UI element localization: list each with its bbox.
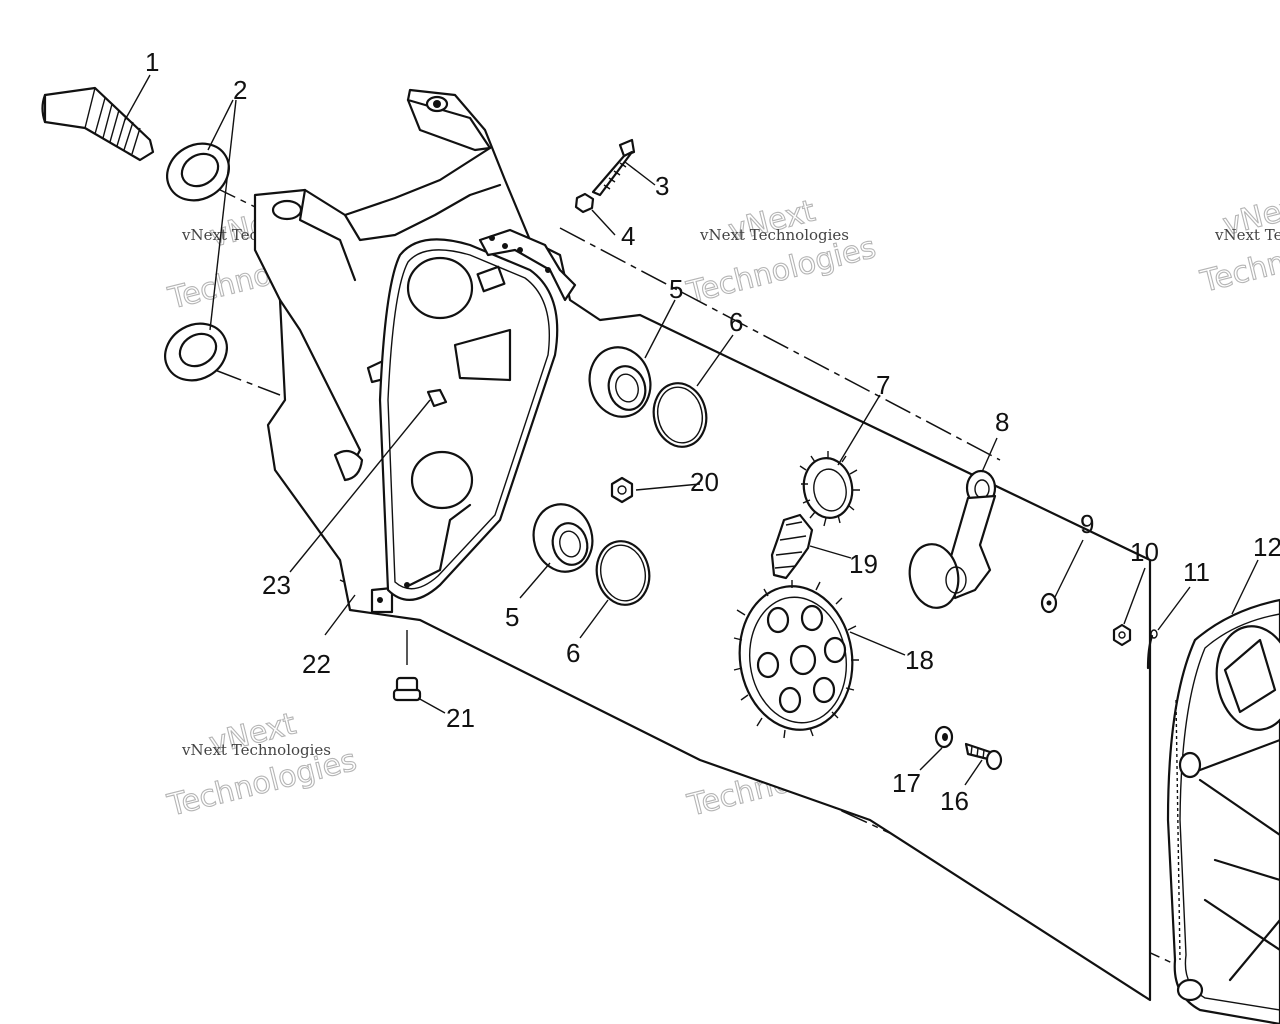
hex-nut-20 xyxy=(610,476,634,504)
callout-4: 4 xyxy=(621,221,635,251)
snap-ring-upper xyxy=(652,382,708,448)
watermark-label: vNext Technologies xyxy=(1214,226,1280,244)
washer-17 xyxy=(934,725,954,749)
callout-12: 12 xyxy=(1253,532,1280,562)
callout-19: 19 xyxy=(849,549,878,579)
callout-labels: 1 2 3 4 5 6 7 8 9 10 11 12 16 17 18 19 2… xyxy=(145,47,1280,816)
callout-11: 11 xyxy=(1183,557,1210,587)
callout-17: 17 xyxy=(892,768,921,798)
callout-5-lower: 5 xyxy=(505,602,519,632)
dowel-pin xyxy=(426,388,448,408)
nut-10 xyxy=(1112,623,1132,647)
seal-upper xyxy=(166,142,230,202)
watermark-label: vNext Technologies xyxy=(181,741,331,759)
callout-21: 21 xyxy=(446,703,475,733)
watermark-bottom-left: vNext Technologies xyxy=(163,706,361,824)
seal-lower xyxy=(164,322,228,382)
cotter-pin xyxy=(1146,629,1158,670)
callout-22: 22 xyxy=(302,649,331,679)
chaincase-cover-gasket xyxy=(377,228,577,603)
callout-3: 3 xyxy=(655,171,669,201)
leader-lines xyxy=(124,74,1259,786)
drain-plug xyxy=(392,676,422,702)
callout-9: 9 xyxy=(1080,509,1094,539)
callout-6-upper: 6 xyxy=(729,307,743,337)
drive-chain xyxy=(770,513,814,580)
lower-sprocket xyxy=(733,580,859,739)
callout-18: 18 xyxy=(905,645,934,675)
shaft-part xyxy=(41,86,155,162)
adjuster-nut xyxy=(574,192,595,214)
callout-8: 8 xyxy=(995,407,1009,437)
chaincase-cover xyxy=(1166,598,1280,1024)
callout-10: 10 xyxy=(1130,537,1159,567)
callout-16: 16 xyxy=(940,786,969,816)
upper-sprocket xyxy=(799,451,860,527)
callout-1: 1 xyxy=(145,47,159,77)
bolt-16 xyxy=(964,742,1003,771)
callout-6-lower: 6 xyxy=(566,638,580,668)
snap-ring-lower xyxy=(595,540,651,606)
callout-2: 2 xyxy=(233,75,247,105)
adjuster-bolt xyxy=(591,138,636,197)
bearing-lower xyxy=(532,503,594,573)
callout-20: 20 xyxy=(690,467,719,497)
bearing-upper xyxy=(588,346,652,418)
callout-5-upper: 5 xyxy=(669,274,683,304)
watermark-label: vNext Technologies xyxy=(699,226,849,244)
callout-23: 23 xyxy=(262,570,291,600)
washer-9 xyxy=(1040,592,1058,614)
watermark-top-center: vNext Technologies xyxy=(682,193,880,311)
tensioner-arm xyxy=(908,469,997,609)
callout-7: 7 xyxy=(876,370,890,400)
